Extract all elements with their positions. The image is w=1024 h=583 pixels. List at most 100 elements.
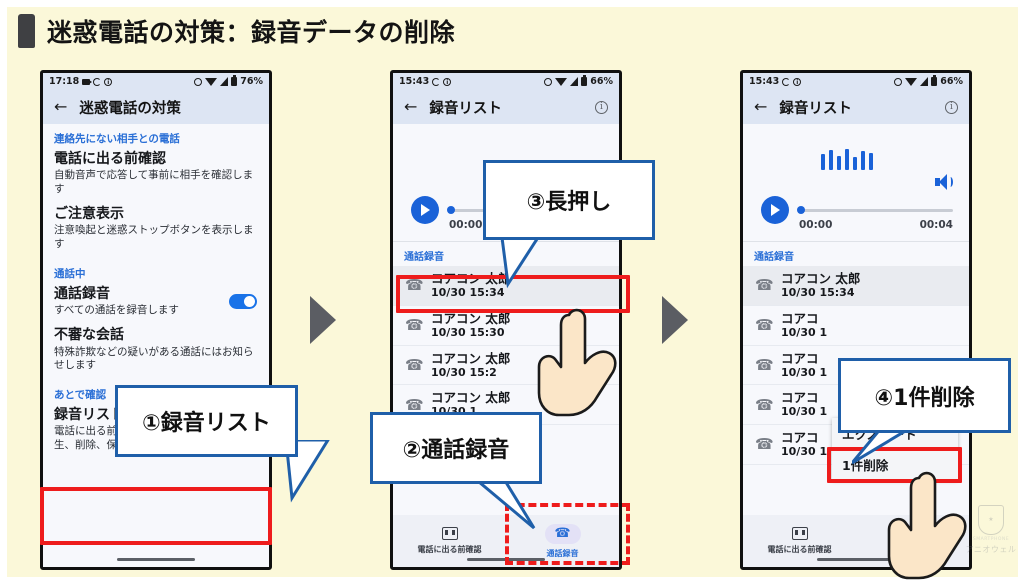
nav-tab-pre-answer[interactable]: 電話に出る前確認 [743,515,856,567]
setting-item-suspicious[interactable]: 不審な会話 特殊詐欺などの疑いがある通話にはお知らせします [43,324,269,379]
app-bar: ← 録音リスト i [743,90,969,124]
recording-date: 10/30 1 [781,365,828,379]
recording-name: コアコン 太郎 [431,350,511,366]
recording-row[interactable]: ☎ コアコ 10/30 1 [743,305,969,346]
step-arrow-2 [662,296,688,344]
margin-left [0,0,7,583]
setting-subtitle: 注意喚起と迷惑ストップボタンを表示します [54,224,254,251]
step-arrow-1 [310,296,336,344]
info-icon: i [443,77,452,86]
signal-icon [570,77,579,86]
nav-label: 通話録音 [546,548,579,558]
audio-player: 00:00 00:04 [743,124,969,242]
sync-icon [93,77,102,86]
signal-icon [920,77,929,86]
info-icon: i [104,77,113,86]
phone-call-icon: ☎ [755,276,774,295]
slide-title-bar: 迷惑電話の対策：録音データの削除 [18,13,455,49]
app-bar-title: 録音リスト [779,100,852,117]
phone-call-icon: ☎ [755,395,774,414]
app-bar: ← 迷惑電話の対策 [43,90,269,124]
info-icon[interactable]: i [945,100,958,114]
status-bar: 15:43 i 66% [743,73,969,90]
app-bar-title: 迷惑電話の対策 [79,100,181,117]
settings-list: 連絡先にない相手との電話 電話に出る前確認 自動音声で応答して事前に相手を確認し… [43,124,269,567]
recording-name: コアコン 太郎 [431,310,511,326]
back-arrow-icon[interactable]: ← [54,97,68,116]
screenshot-icon [82,78,93,85]
total-time: 00:04 [919,219,953,231]
status-time: 17:18 [49,76,80,87]
section-label: 連絡先にない相手との電話 [54,133,180,145]
margin-right [1018,0,1024,583]
recording-name: コアコ [781,310,819,326]
setting-subtitle: 特殊詐欺などの疑いがある通話にはお知らせします [54,345,254,372]
app-bar: ← 録音リスト i [393,90,619,124]
battery-percent: 66% [940,76,963,87]
setting-title: 通話録音 [54,285,110,302]
signal-icon [220,77,229,86]
pointing-hand-icon [885,470,975,583]
page-title: 迷惑電話の対策：録音データの削除 [47,18,456,47]
speaker-icon[interactable] [935,174,953,190]
home-indicator [117,557,195,561]
nav-tab-call-recording[interactable]: ☎ 通話録音 [506,515,619,567]
info-icon[interactable]: i [595,100,608,114]
setting-item-call-recording[interactable]: 通話録音 すべての通話を録音します [43,283,269,325]
recording-name: コアコン 太郎 [781,271,861,286]
play-button[interactable] [761,196,789,224]
recordings-section-label: 通話録音 [404,252,444,263]
watermark-sub: SMARTPHONE [972,537,1010,542]
nav-tab-pre-answer[interactable]: 電話に出る前確認 [393,515,506,567]
status-time: 15:43 [749,76,780,87]
recording-name: コアコ [781,350,819,366]
callout-3: ③長押し [483,160,655,240]
recording-name: コアコ [781,390,819,406]
sync-icon [782,77,791,86]
pointing-hand-icon [535,305,625,424]
back-arrow-icon[interactable]: ← [404,97,418,116]
battery-icon [931,75,938,86]
play-button[interactable] [411,196,439,224]
callout-4: ④1件削除 [838,358,1011,433]
phone-call-icon: ☎ [405,276,424,295]
section-label: 通話中 [54,267,86,280]
recording-date: 10/30 1 [781,445,828,458]
watermark-text: アニオウェル [965,545,1017,554]
setting-item-pre-answer[interactable]: 電話に出る前確認 自動音声で応答して事前に相手を確認します [43,148,269,203]
setting-title: ご注意表示 [54,206,124,223]
recording-date: 10/30 1 [781,325,828,339]
watermark: ★ SMARTPHONE アニオウェル [962,505,1020,575]
setting-subtitle: 自動音声で応答して事前に相手を確認します [54,169,254,195]
progress-slider[interactable] [797,206,953,214]
phone-call-icon: ☎ [755,355,774,374]
phone-call-icon: ☎ [405,395,424,414]
title-accent-block [18,14,35,48]
recording-date: 10/30 1 [781,405,828,419]
nav-label: 電話に出る前確認 [417,545,482,554]
nav-label: 電話に出る前確認 [767,545,832,554]
battery-percent: 76% [240,76,263,87]
dnd-icon [194,77,203,86]
dnd-icon [894,77,903,86]
recordings-section-label: 通話録音 [754,252,794,263]
phone-call-icon: ☎ [405,355,424,374]
back-arrow-icon[interactable]: ← [754,97,768,116]
current-time: 00:00 [449,219,483,231]
sync-icon [432,77,441,86]
phone-call-icon: ☎ [755,435,774,454]
call-recording-toggle[interactable] [229,293,257,309]
callout-1: ①録音リスト [115,385,298,457]
recording-row[interactable]: ☎ コアコン 太郎 10/30 15:34 [743,266,969,306]
setting-title: 不審な会話 [54,327,124,344]
phone-screen-settings: 17:18 i 76% ← 迷惑電話の対策 連絡先にない相手との電話 電話に出る… [40,70,272,570]
recording-date: 10/30 15:34 [781,286,855,299]
battery-percent: 66% [590,76,613,87]
recording-row[interactable]: ☎ コアコン 太郎 10/30 15:34 [393,266,619,306]
voicemail-icon [791,527,808,540]
margin-bottom [0,577,1024,583]
setting-title: 録音リスト [54,406,124,423]
setting-item-caution[interactable]: ご注意表示 注意喚起と迷惑ストップボタンを表示します [43,203,269,258]
app-bar-title: 録音リスト [429,100,502,117]
